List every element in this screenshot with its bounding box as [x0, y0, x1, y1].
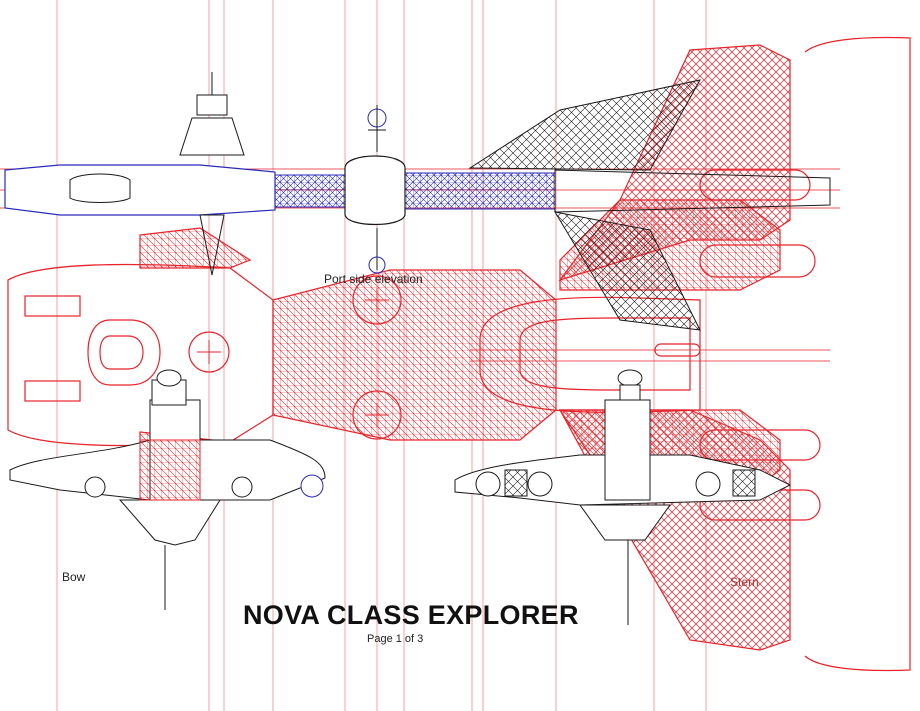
stern-view [454, 369, 792, 625]
page-number: Page 1 of 3 [367, 633, 424, 645]
stern-outline [804, 36, 911, 672]
port-side-elevation [4, 72, 831, 331]
port-side-label: Port side elevation [324, 272, 423, 286]
stern-label: Stern [730, 575, 759, 589]
bow-view [9, 369, 326, 610]
plan-crosshairs [197, 288, 389, 427]
drawing-title: NOVA CLASS EXPLORER [243, 600, 579, 630]
bow-label: Bow [62, 570, 86, 584]
plan-view [7, 44, 821, 651]
